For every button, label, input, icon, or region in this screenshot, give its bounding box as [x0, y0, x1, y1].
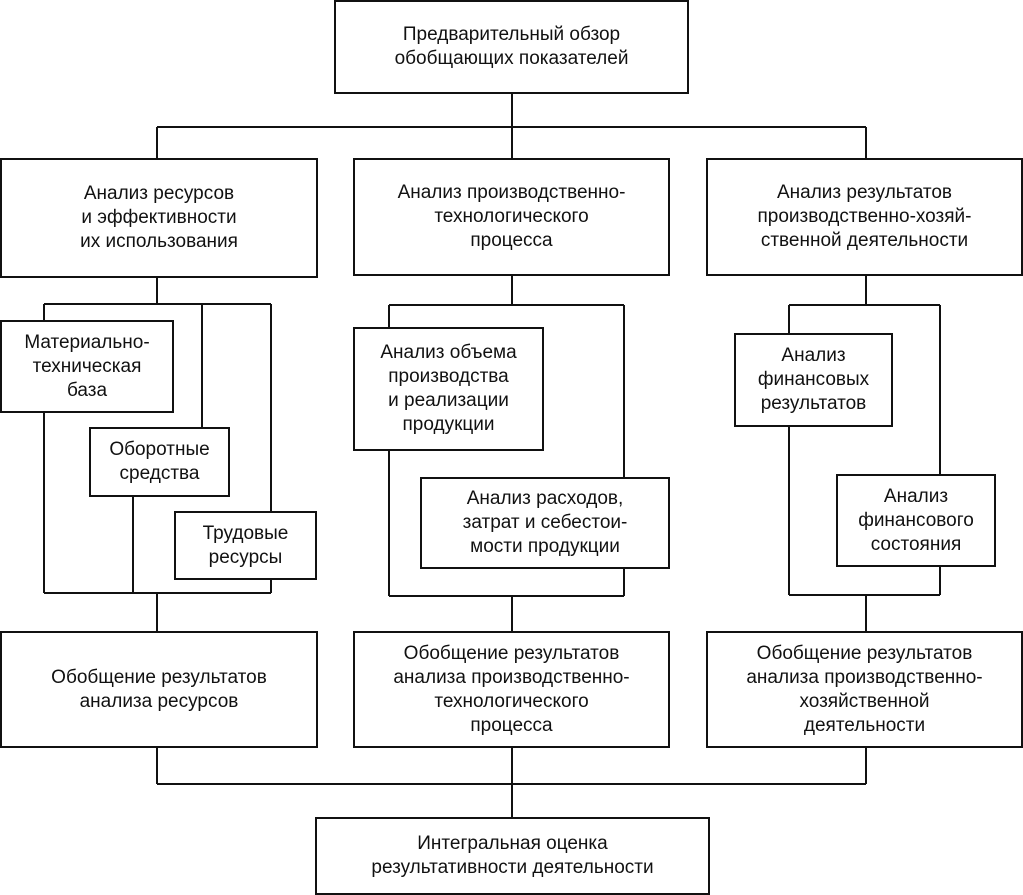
integral-assessment-box: Интегральная оценка результативности дея…: [315, 817, 710, 895]
financial-results-box: Анализ финансовых результатов: [734, 333, 893, 427]
labor-resources-box: Трудовые ресурсы: [174, 511, 317, 580]
resources-summary-box: Обобщение результатов анализа ресурсов: [0, 631, 318, 748]
business-results-analysis-box: Анализ результатов производственно-хозяй…: [706, 158, 1023, 276]
resources-analysis-box: Анализ ресурсов и эффективности их испол…: [0, 158, 318, 278]
production-volume-box: Анализ объема производства и реализации …: [353, 327, 544, 451]
production-process-analysis-box: Анализ производственно- технологического…: [353, 158, 670, 276]
material-base-box: Материально- техническая база: [0, 320, 174, 413]
connector-group: [43, 94, 941, 817]
production-process-summary-box: Обобщение результатов анализа производст…: [353, 631, 670, 748]
overview-box: Предварительный обзор обобщающих показат…: [334, 0, 689, 94]
costs-analysis-box: Анализ расходов, затрат и себестои- мост…: [420, 477, 670, 569]
financial-state-box: Анализ финансового состояния: [836, 474, 996, 567]
working-capital-box: Оборотные средства: [89, 427, 230, 497]
business-results-summary-box: Обобщение результатов анализа производст…: [706, 631, 1023, 748]
